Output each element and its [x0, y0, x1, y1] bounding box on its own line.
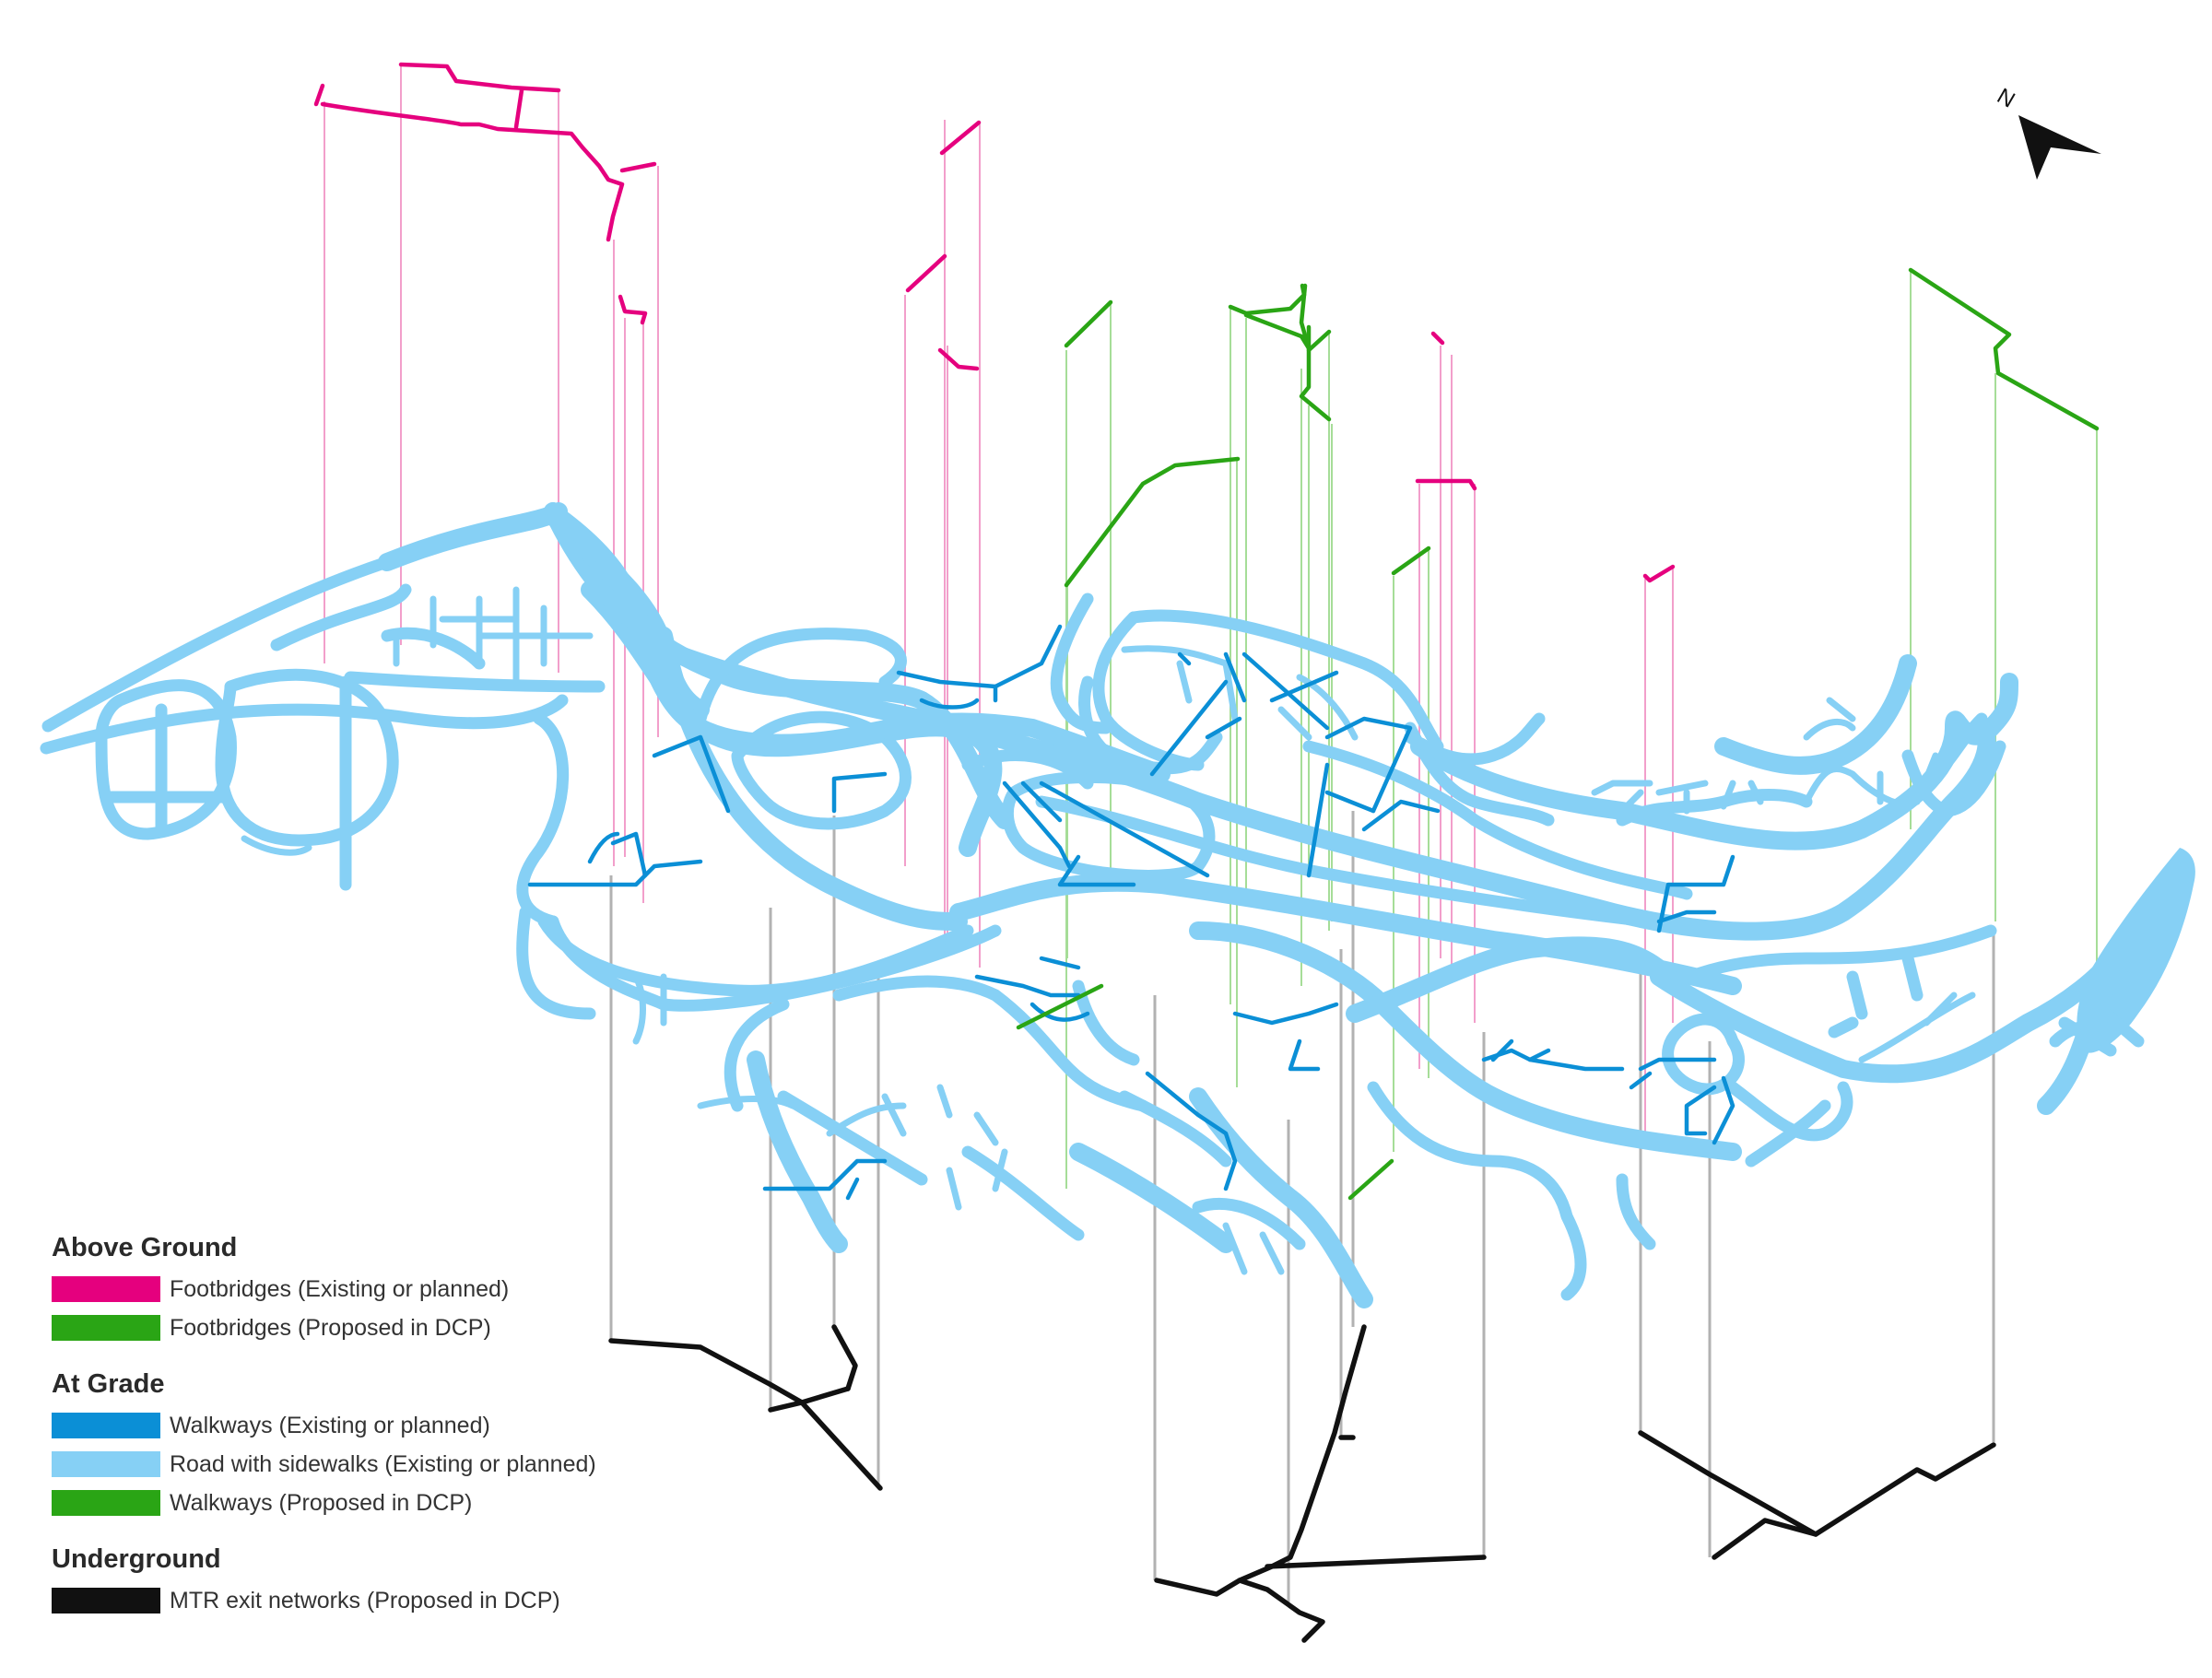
legend-item-mtr-exit-networks: MTR exit networks (Proposed in DCP): [52, 1581, 715, 1620]
legend-swatch-road-with-sidewalks: [52, 1451, 160, 1477]
legend-label: MTR exit networks (Proposed in DCP): [170, 1587, 560, 1613]
dcp-walkways: [1016, 983, 1394, 1201]
legend-swatch-footbridges-existing: [52, 1276, 160, 1302]
map-legend: Above Ground Footbridges (Existing or pl…: [52, 1231, 715, 1620]
legend-item-road-with-sidewalks: Road with sidewalks (Existing or planned…: [52, 1445, 715, 1484]
legend-item-footbridges-existing: Footbridges (Existing or planned): [52, 1270, 715, 1308]
mtr-exit-networks: [608, 1324, 1996, 1643]
north-arrow-icon: N: [1993, 84, 2101, 180]
legend-swatch-mtr-exit-networks: [52, 1588, 160, 1613]
legend-item-walkways-existing: Walkways (Existing or planned): [52, 1406, 715, 1445]
existing-walkways: [527, 624, 1735, 1201]
north-arrow: N: [1991, 83, 2111, 184]
legend-item-walkways-dcp: Walkways (Proposed in DCP): [52, 1484, 715, 1522]
north-label: N: [1993, 84, 2019, 113]
dcp-footbridges: [1064, 267, 2100, 588]
legend-label: Walkways (Existing or planned): [170, 1412, 490, 1438]
underground-projection-lines: [609, 811, 1995, 1603]
legend-item-footbridges-dcp: Footbridges (Proposed in DCP): [52, 1308, 715, 1347]
legend-label: Walkways (Proposed in DCP): [170, 1489, 473, 1516]
legend-heading-at-grade: At Grade: [52, 1369, 165, 1399]
legend-swatch-walkways-dcp: [52, 1490, 160, 1516]
legend-heading-underground: Underground: [52, 1544, 221, 1574]
legend-label: Footbridges (Proposed in DCP): [170, 1314, 491, 1341]
legend-swatch-footbridges-dcp: [52, 1315, 160, 1341]
legend-swatch-walkways-existing: [52, 1413, 160, 1438]
legend-label: Road with sidewalks (Existing or planned…: [170, 1450, 596, 1477]
legend-heading-above-ground: Above Ground: [52, 1233, 238, 1262]
existing-footbridges: [313, 62, 1676, 583]
legend-label: Footbridges (Existing or planned): [170, 1275, 510, 1302]
road-network: [40, 502, 2195, 1308]
